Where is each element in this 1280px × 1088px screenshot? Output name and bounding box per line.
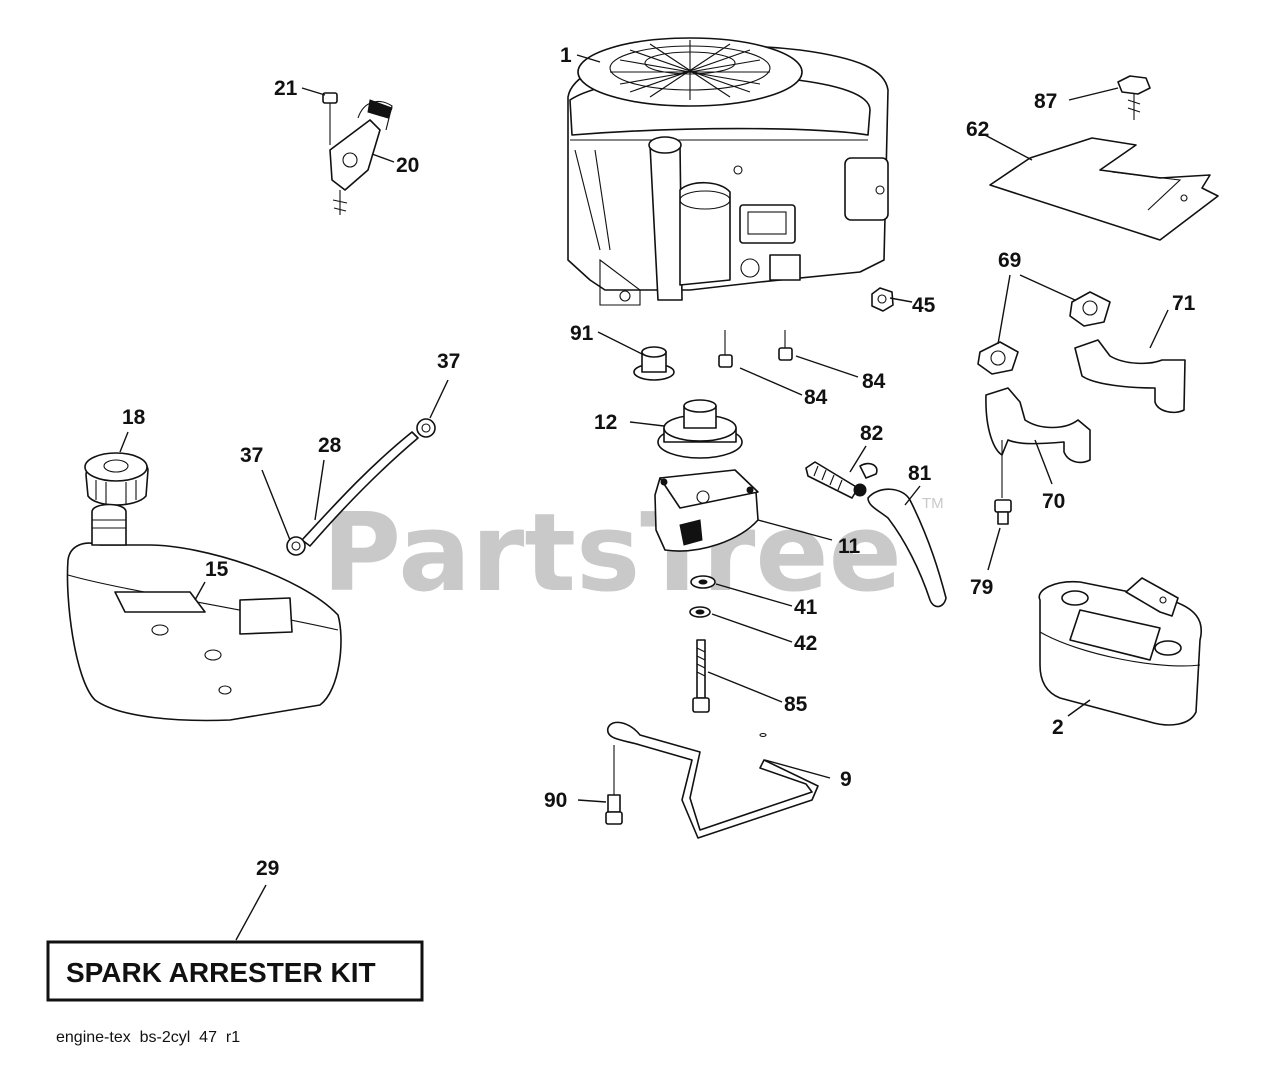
part-label-12[interactable]: 12 (594, 411, 617, 434)
spacer-part[interactable] (633, 346, 675, 381)
throttle-bracket-part[interactable] (329, 99, 393, 215)
part-label-15[interactable]: 15 (205, 558, 229, 581)
lock-washer-part[interactable] (689, 606, 711, 618)
part-label-9[interactable]: 9 (840, 768, 852, 791)
fuel-tank-part[interactable] (66, 503, 342, 722)
part-label-2[interactable]: 2 (1052, 716, 1064, 739)
vent-hose-part[interactable] (867, 488, 947, 608)
spark-arrester-kit-box[interactable]: SPARK ARRESTER KIT (46, 940, 424, 1002)
part-label-37-upper[interactable]: 37 (437, 350, 460, 373)
part-label-90[interactable]: 90 (544, 789, 567, 812)
exhaust-bolt-part[interactable] (994, 440, 1012, 525)
part-label-71[interactable]: 71 (1172, 292, 1196, 315)
fuel-cap-part[interactable] (84, 452, 149, 506)
engine-part[interactable] (567, 37, 889, 306)
part-label-45[interactable]: 45 (912, 294, 936, 317)
muffler-part[interactable] (1038, 577, 1202, 726)
watermark-trademark: TM (922, 495, 944, 512)
hose-clamp-upper-part[interactable] (416, 418, 436, 438)
exhaust-pipe-lower-part[interactable] (985, 387, 1091, 464)
part-label-42[interactable]: 42 (794, 632, 817, 655)
part-label-28[interactable]: 28 (318, 434, 342, 457)
part-label-29[interactable]: 29 (256, 857, 279, 880)
spark-arrester-kit-label: SPARK ARRESTER KIT (66, 957, 376, 988)
hose-clamp-lower-part[interactable] (286, 536, 306, 556)
washer-part[interactable] (690, 575, 716, 589)
fitting-part[interactable] (805, 461, 878, 499)
part-label-84-left[interactable]: 84 (804, 386, 828, 409)
part-label-37-lower[interactable]: 37 (240, 444, 263, 467)
part-label-69[interactable]: 69 (998, 249, 1021, 272)
part-label-62[interactable]: 62 (966, 118, 989, 141)
fuel-line-part[interactable] (301, 431, 419, 547)
bolt-part[interactable] (778, 330, 793, 361)
part-label-1[interactable]: 1 (560, 44, 572, 67)
part-label-21[interactable]: 21 (274, 77, 298, 100)
part-label-11[interactable]: 11 (838, 535, 861, 558)
support-rod-part[interactable] (607, 721, 819, 839)
heat-shield-part[interactable] (989, 137, 1219, 241)
leader-lines (119, 54, 1169, 941)
part-label-81[interactable]: 81 (908, 462, 932, 485)
knob-part[interactable] (1117, 75, 1151, 120)
part-label-41[interactable]: 41 (794, 596, 818, 619)
gasket-part[interactable] (1069, 291, 1111, 327)
throttle-screw-part[interactable] (322, 92, 338, 145)
part-label-18[interactable]: 18 (122, 406, 146, 429)
part-label-20[interactable]: 20 (396, 154, 419, 177)
part-label-87[interactable]: 87 (1034, 90, 1057, 113)
bolt-part[interactable] (718, 330, 733, 368)
part-label-79[interactable]: 79 (970, 576, 993, 599)
part-label-91[interactable]: 91 (570, 322, 594, 345)
part-label-85[interactable]: 85 (784, 693, 808, 716)
part-label-82[interactable]: 82 (860, 422, 883, 445)
part-label-84-right[interactable]: 84 (862, 370, 886, 393)
part-labels: 1 21 20 87 62 69 71 45 91 37 84 84 18 12… (122, 44, 1196, 880)
watermark-text: PartsTree (322, 491, 902, 616)
diagram-code: engine-tex bs-2cyl 47 r1 (56, 1029, 240, 1046)
part-label-70[interactable]: 70 (1042, 490, 1065, 513)
gasket-part[interactable] (977, 341, 1019, 375)
nut-part[interactable] (871, 287, 894, 312)
exhaust-pipe-upper-part[interactable] (1074, 339, 1186, 414)
rod-bolt-part[interactable] (605, 745, 623, 825)
clutch-bolt-part[interactable] (692, 639, 710, 713)
pulley-part[interactable] (657, 399, 743, 459)
